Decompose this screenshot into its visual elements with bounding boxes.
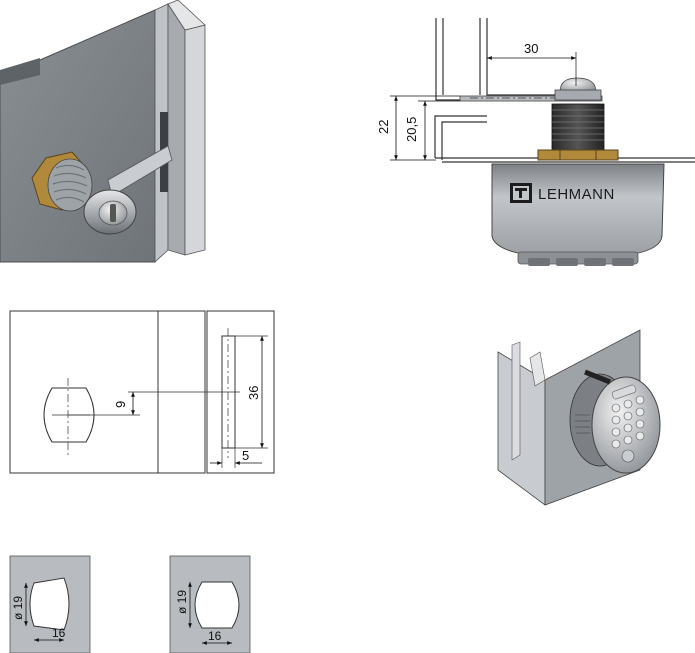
front-cutout-drawing: 9 36 5	[9, 310, 275, 474]
dimension-label-9: 9	[113, 401, 128, 408]
hole-template-left: ø 19 16	[9, 555, 91, 653]
lehmann-logo: LEHMANN	[510, 183, 615, 203]
hole-right-width-label: 16	[208, 629, 222, 643]
keypad-lock-illustration	[497, 329, 661, 506]
dimension-label-30: 30	[524, 41, 538, 56]
cam-lock-cabinet-illustration	[0, 0, 206, 263]
dimension-label-5: 5	[242, 448, 249, 463]
brand-name-text: LEHMANN	[538, 186, 615, 203]
dimension-label-22: 22	[376, 120, 391, 134]
hole-template-right: ø 19 16	[169, 555, 251, 653]
lock-mounting-detail: LEHMANN 30 22 20,5	[376, 18, 695, 266]
dimension-label-36: 36	[246, 386, 261, 400]
hole-left-diameter-label: ø 19	[11, 596, 25, 620]
hole-left-width-label: 16	[52, 626, 66, 640]
dimension-label-20-5: 20,5	[404, 117, 419, 142]
hole-right-diameter-label: ø 19	[175, 590, 189, 614]
